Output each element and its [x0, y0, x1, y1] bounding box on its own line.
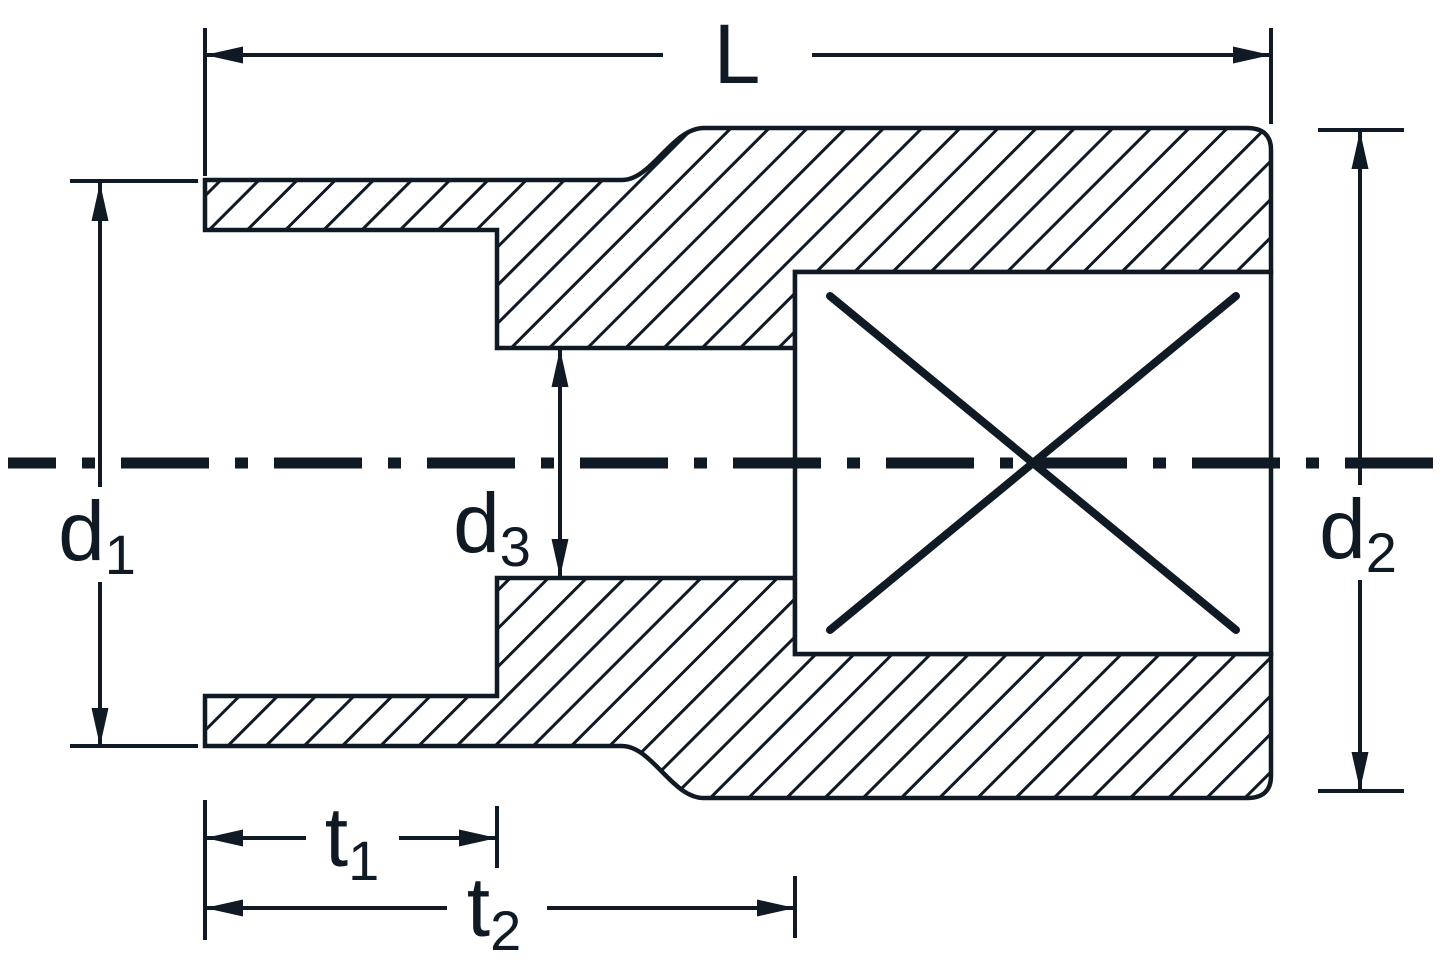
arrowhead-left: [205, 899, 243, 917]
dimension-label-d1: d1: [58, 484, 136, 586]
dimension-L: L: [203, 7, 1273, 176]
arrowhead-down: [91, 708, 109, 746]
dimension-label-t1: t1: [325, 790, 380, 892]
dimension-d2: d2: [1318, 128, 1404, 793]
dimension-t2: t2: [205, 860, 797, 962]
arrowhead-up: [91, 183, 109, 221]
arrowhead-right: [459, 829, 497, 847]
arrowhead-up: [551, 349, 569, 387]
dimension-label-L: L: [714, 7, 761, 101]
dimension-d1: d1: [58, 179, 198, 748]
dimension-label-t2: t2: [467, 860, 522, 962]
dimension-d3: d3: [453, 349, 569, 578]
arrowhead-down: [551, 539, 569, 577]
drive-hole-cross-line-2: [826, 292, 1240, 634]
arrowhead-up: [1351, 131, 1369, 169]
arrowhead-down: [1351, 752, 1369, 790]
arrowhead-right: [1233, 46, 1271, 64]
dimension-label-d3: d3: [453, 476, 531, 578]
arrowhead-left: [205, 46, 243, 64]
arrowhead-right: [757, 899, 795, 917]
dimension-label-d2: d2: [1319, 482, 1397, 584]
dimension-t1: t1: [203, 790, 499, 940]
arrowhead-left: [205, 829, 243, 847]
